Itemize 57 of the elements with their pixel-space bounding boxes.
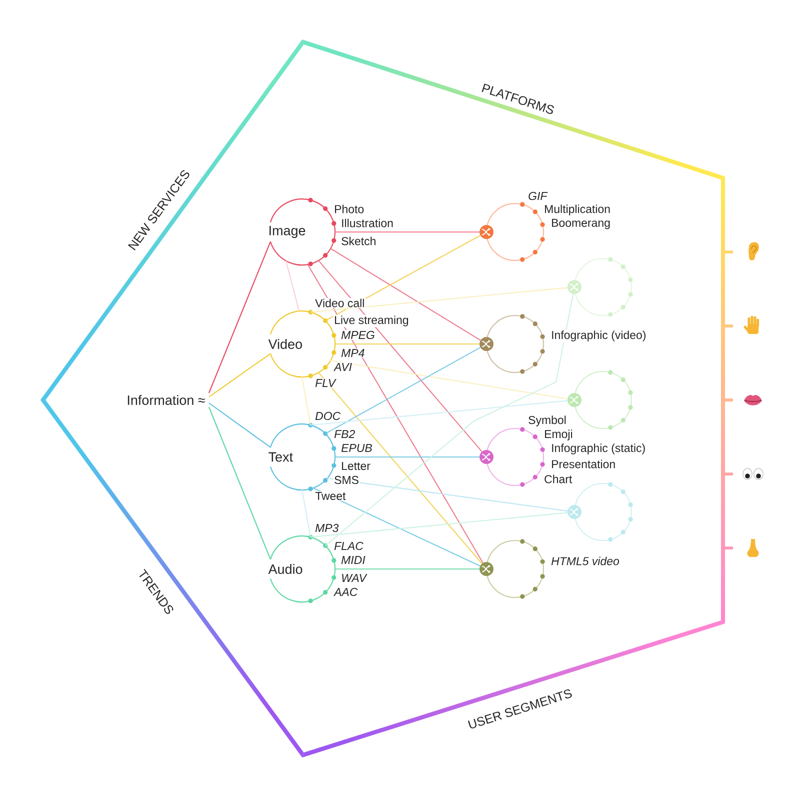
item-label: Sketch [340,236,377,246]
item-label: MP3 [314,523,340,533]
item-label: AVI [333,362,353,372]
node-label: Audio [268,564,302,574]
item-label: DOC [314,411,342,421]
connector-line [318,260,482,452]
connector-line [325,294,574,546]
connector-line [335,456,480,458]
item-label: Illustration [340,218,394,228]
item-label: FLV [314,378,336,388]
connector-line [310,512,568,538]
connector-line [327,478,568,512]
connector-line [335,231,480,233]
connector-line [325,234,481,322]
item-label: MP4 [340,348,366,358]
connector-line [330,248,481,341]
connector-line [318,372,482,564]
node-label: Text [268,452,293,462]
item-label: Presentation [550,458,616,470]
circle-node: Image [270,198,336,266]
item-label: Letter [340,461,372,471]
connector-line [208,406,271,560]
connector-line [301,490,312,538]
connector-line [335,568,480,570]
item-label: SMS [333,475,360,485]
root-label: Information ≈ [128,395,205,405]
connector-line [310,400,568,426]
item-label: FB2 [333,429,356,439]
item-label: MPEG [340,330,376,340]
connector-line [310,287,568,313]
connector-line [335,343,480,345]
connector-line [330,360,568,400]
item-label: Video call [314,298,366,308]
connector-line [313,488,480,567]
connector-line [208,402,271,448]
node-label: Video [268,339,302,349]
item-label: Symbol [527,414,568,428]
item-label: Emoji [543,428,574,442]
item-label: Boomerang [550,218,612,230]
item-label: MIDI [340,555,366,565]
item-label: GIF [527,191,548,201]
item-label: Infographic (static) [550,442,646,456]
item-label: Tweet [314,491,347,501]
item-label: Multiplication [543,204,612,216]
item-label: Infographic (video) [550,330,648,342]
item-label: WAV [340,573,368,583]
item-label: Live streaming [333,314,410,328]
item-label: Chart [543,474,573,484]
connector-line [325,346,481,434]
item-label: HTML5 video [550,556,620,566]
connector-line [208,353,271,398]
connector-line [307,264,484,564]
connector-line [208,241,271,394]
node-label: Image [270,226,306,238]
item-label: EPUB [340,443,374,453]
connector-line [301,376,312,426]
connector-line [285,260,300,312]
